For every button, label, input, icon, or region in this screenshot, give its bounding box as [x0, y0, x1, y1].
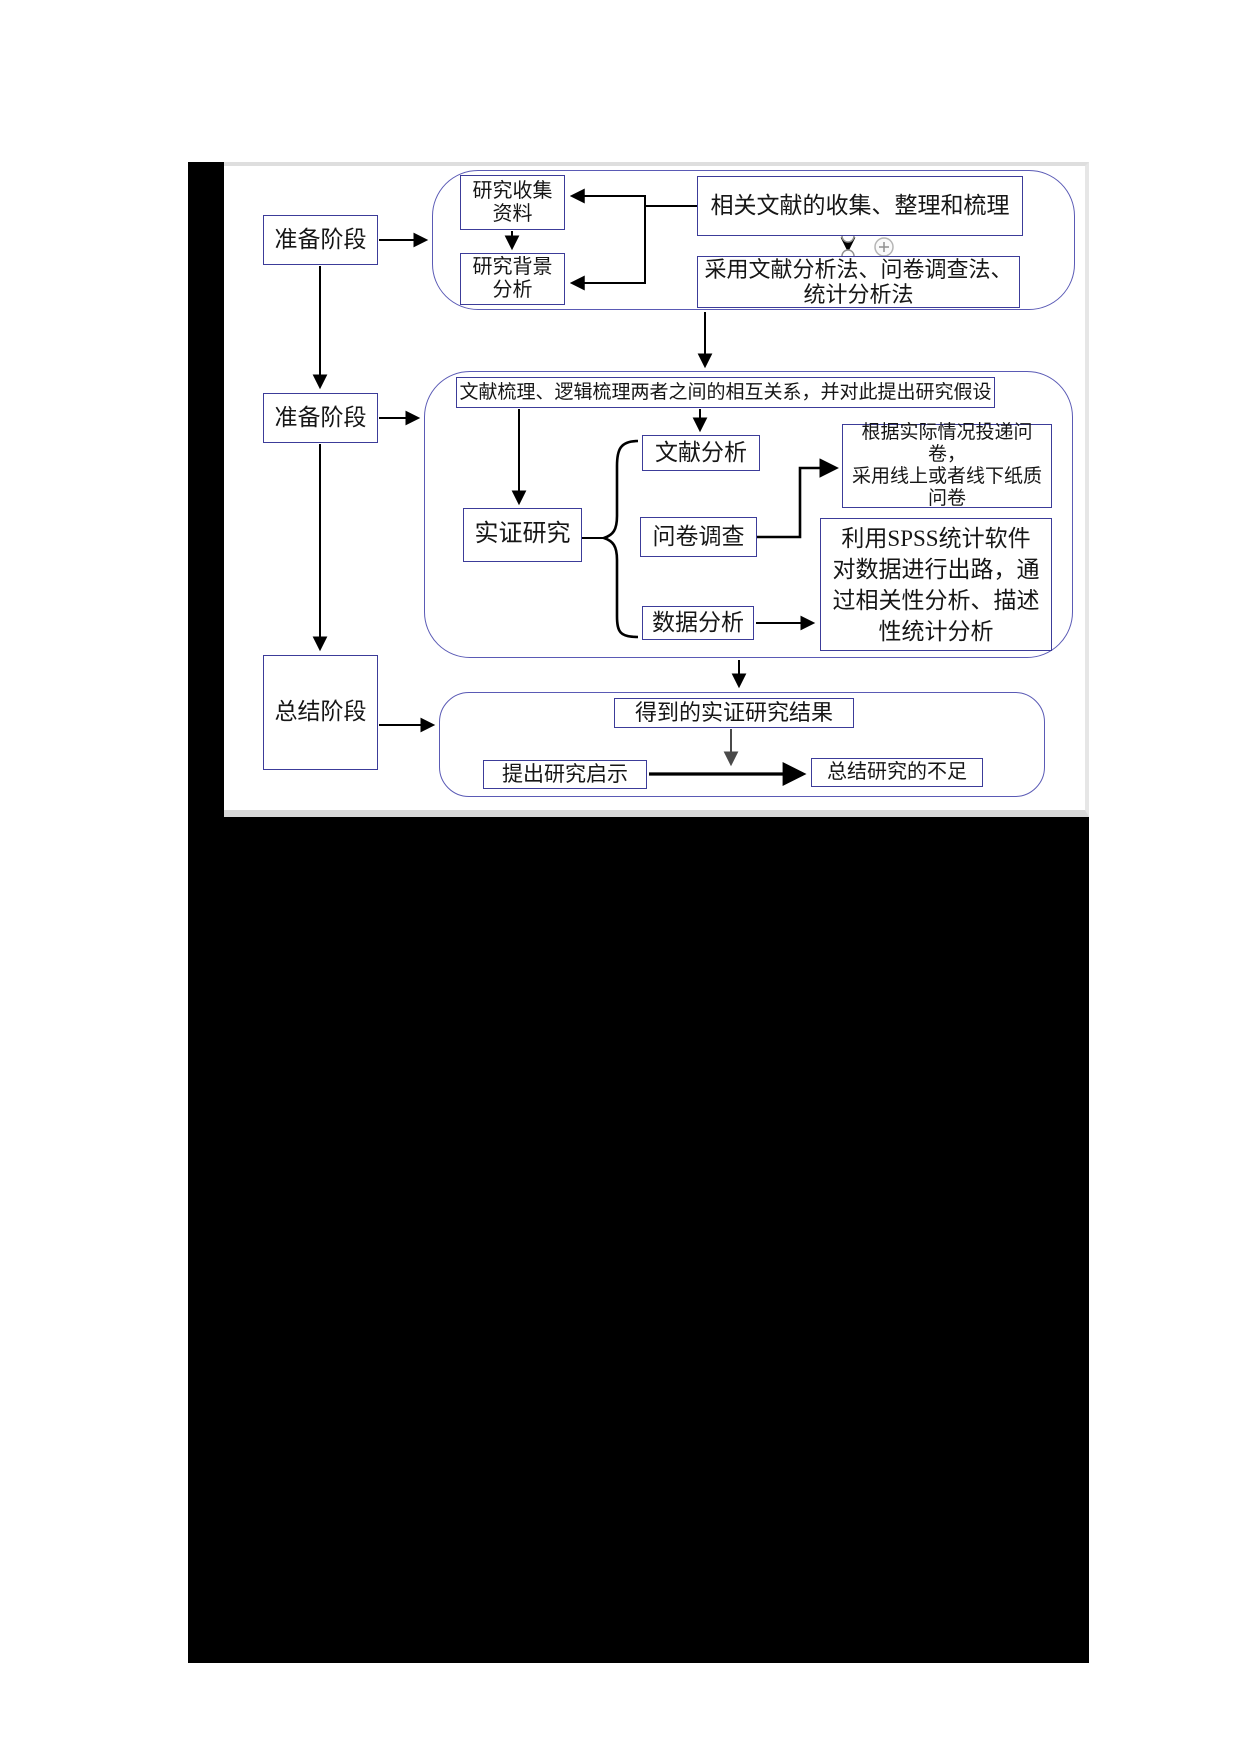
phase-2-container [424, 371, 1073, 658]
box-research-collect: 研究收集 资料 [460, 175, 565, 230]
stage-box-prepare-2: 准备阶段 [263, 393, 378, 443]
box-research-inspiration: 提出研究启示 [483, 760, 647, 789]
box-empirical-result: 得到的实证研究结果 [614, 698, 854, 728]
box-questionnaire-survey: 问卷调查 [640, 517, 757, 557]
stage-box-summary: 总结阶段 [263, 655, 378, 770]
box-research-deficiency: 总结研究的不足 [811, 758, 983, 787]
box-research-methods: 采用文献分析法、问卷调查法、 统计分析法 [697, 256, 1020, 308]
box-research-background: 研究背景 分析 [460, 253, 565, 305]
box-literature-collection: 相关文献的收集、整理和梳理 [697, 176, 1023, 236]
box-literature-analysis: 文献分析 [642, 435, 760, 471]
box-empirical-research: 实证研究 [463, 508, 582, 562]
box-spss-processing: 利用SPSS统计软件 对数据进行出路，通 过相关性分析、描述 性统计分析 [820, 518, 1052, 651]
box-hypothesis-banner: 文献梳理、逻辑梳理两者之间的相互关系，并对此提出研究假设 [456, 377, 995, 408]
stage-box-prepare-1: 准备阶段 [263, 215, 378, 265]
box-questionnaire-delivery: 根据实际情况投递问卷， 采用线上或者线下纸质 问卷 [842, 422, 1052, 509]
phase-1-container [432, 170, 1075, 310]
box-data-analysis: 数据分析 [642, 606, 754, 640]
phase-3-container [439, 692, 1045, 797]
